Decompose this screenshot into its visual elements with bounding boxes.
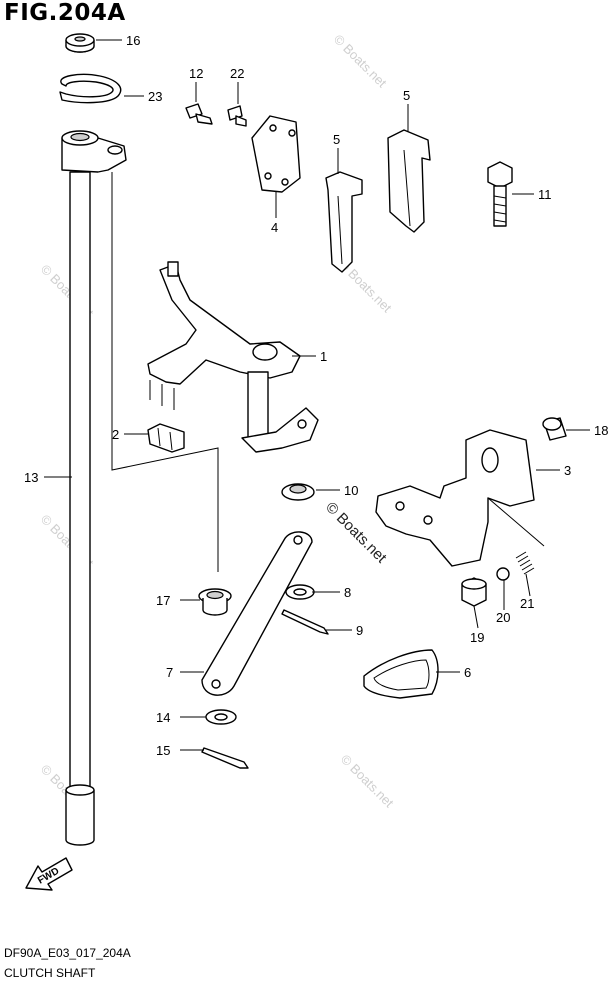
callout-18: 18 — [594, 423, 608, 438]
part-16-plug — [65, 33, 95, 53]
callout-15: 15 — [156, 743, 170, 758]
part-7-link-arm — [201, 531, 313, 696]
part-21-spring — [515, 551, 535, 575]
callout-numbers: 16 23 12 22 5 5 4 12 11 1 2 18 3 10 13 8… — [24, 33, 608, 758]
callout-5-right: 5 — [403, 88, 410, 103]
fwd-arrow-icon: FWD — [25, 857, 73, 891]
callout-12: 12 — [189, 66, 203, 81]
part-20-ball — [496, 567, 510, 581]
part-5-guide-right — [387, 129, 431, 233]
watermark-1: © Boats.net — [331, 32, 390, 91]
part-23-snap-ring — [59, 73, 122, 104]
part-9-cotter-pin — [281, 609, 329, 635]
part-22-screw — [227, 105, 247, 127]
callout-1: 1 — [320, 349, 327, 364]
part-12-bolt — [185, 103, 213, 125]
figure-caption: CLUTCH SHAFT — [4, 966, 96, 980]
callout-4: 4 — [271, 220, 278, 235]
part-19-sleeve — [461, 577, 487, 607]
part-5-guide-left — [325, 171, 363, 273]
callout-23: 23 — [148, 89, 162, 104]
part-11-bolt — [487, 161, 513, 227]
part-6-seal — [363, 649, 439, 699]
part-3-housing — [375, 429, 545, 567]
callout-8: 8 — [344, 585, 351, 600]
figure-title: FIG.204A — [4, 0, 126, 26]
part-15-cotter-pin — [201, 747, 249, 769]
callout-2: 2 — [112, 427, 119, 442]
callout-5-left: 5 — [333, 132, 340, 147]
leader-lines — [44, 39, 590, 751]
part-1-clutch-lever — [147, 261, 319, 453]
callout-11b: 11 — [538, 187, 552, 202]
figure-code: DF90A_E03_017_204A — [4, 946, 131, 960]
callout-7: 7 — [166, 665, 173, 680]
callout-22: 22 — [230, 66, 244, 81]
callout-10: 10 — [344, 483, 358, 498]
leader-guides — [111, 172, 219, 572]
callout-16: 16 — [126, 33, 140, 48]
part-13-clutch-rod — [61, 130, 127, 846]
watermark-6: © Boats.net — [338, 752, 397, 811]
part-14-washer — [205, 709, 237, 725]
callout-3: 3 — [564, 463, 571, 478]
part-10-bushing — [281, 483, 315, 501]
callout-9: 9 — [356, 623, 363, 638]
callout-19: 19 — [470, 630, 484, 645]
callout-14: 14 — [156, 710, 170, 725]
callout-6: 6 — [464, 665, 471, 680]
callout-17: 17 — [156, 593, 170, 608]
part-4-bracket — [251, 115, 301, 193]
callout-20: 20 — [496, 610, 510, 625]
callout-13: 13 — [24, 470, 38, 485]
part-17-bushing — [198, 588, 232, 616]
callout-21: 21 — [520, 596, 534, 611]
part-8-washer — [285, 584, 315, 600]
part-18-plug — [542, 417, 567, 441]
part-2-clip — [147, 423, 185, 453]
